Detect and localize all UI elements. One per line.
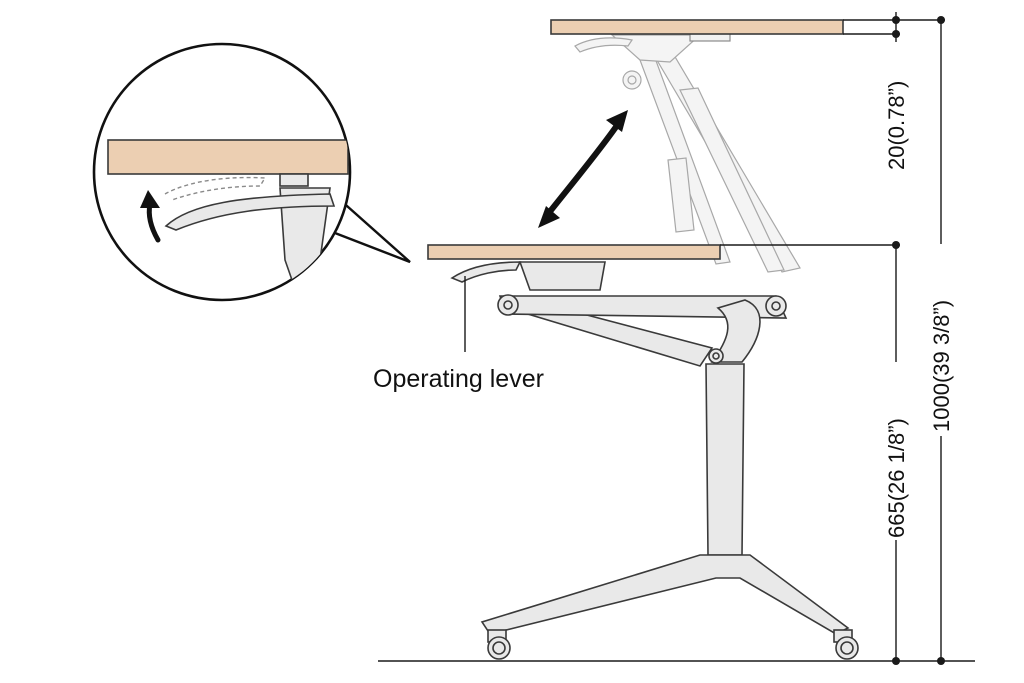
raised-desk-ghost (574, 32, 801, 273)
dim-top-thickness-label: 20(0.78”) (884, 81, 909, 170)
desk-column-and-base (480, 363, 859, 660)
lowered-desk-top (427, 244, 721, 260)
caster-left (487, 629, 511, 660)
desk-mechanism (497, 261, 788, 367)
dim-low-height-label: 665(26 1/8”) (884, 418, 909, 538)
operating-lever (450, 261, 522, 283)
operating-lever-label: Operating lever (373, 365, 544, 393)
lever-detail-callout (92, 42, 411, 302)
curved-double-arrow-icon (538, 110, 628, 228)
raised-desk-top (550, 19, 844, 35)
caster-right (833, 629, 859, 660)
dim-high-height-label: 1000(39 3/8”) (929, 300, 954, 432)
curved-up-arrow-icon (140, 190, 161, 243)
